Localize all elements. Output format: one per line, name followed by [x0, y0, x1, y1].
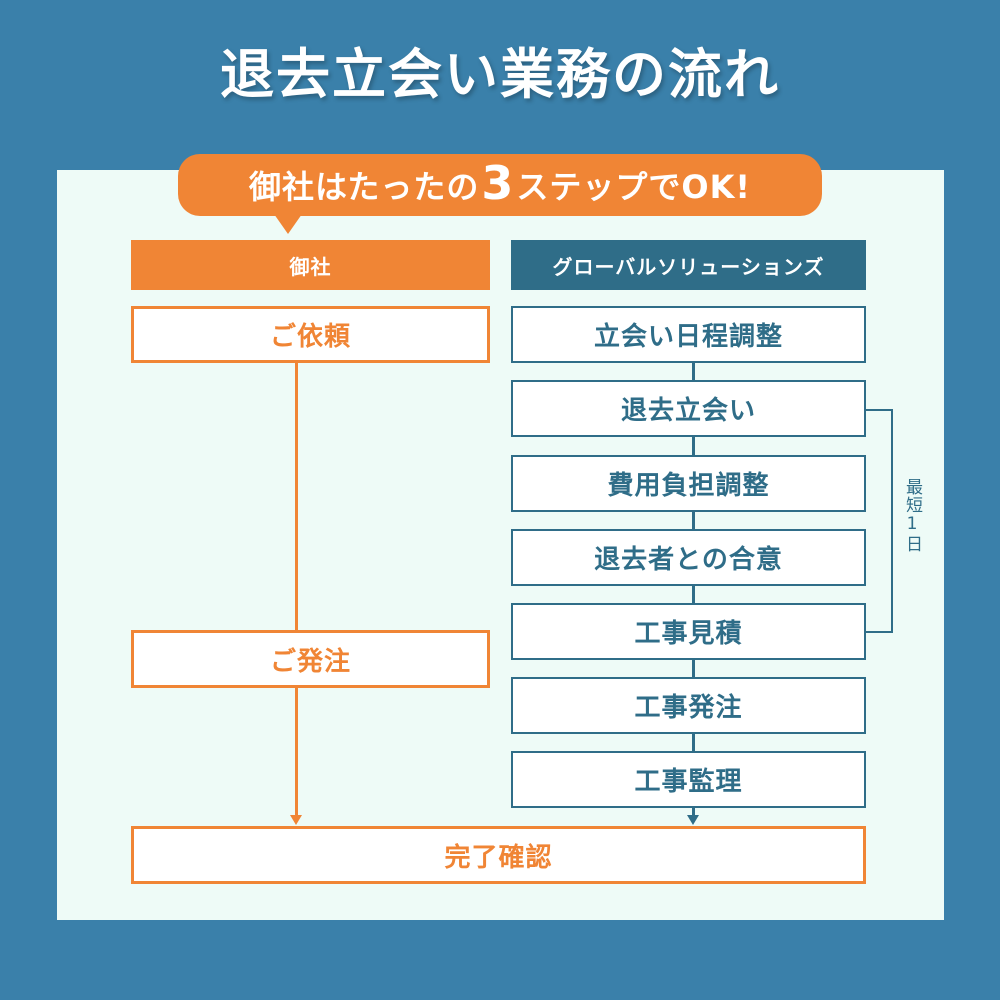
callout-step-count: 3 — [481, 156, 515, 210]
company-step-construction-supervision: 工事監理 — [511, 751, 866, 808]
callout-prefix: 御社はたったの — [249, 168, 480, 206]
callout-tail — [274, 214, 302, 234]
company-step-construction-order: 工事発注 — [511, 677, 866, 734]
company-flow-arrow-icon — [687, 815, 699, 825]
company-step-tenant-agreement: 退去者との合意 — [511, 529, 866, 586]
client-flow-line — [295, 363, 298, 818]
client-step-order: ご発注 — [131, 630, 490, 688]
company-column-header: グローバルソリューションズ — [511, 240, 866, 290]
callout-suffix: ステップでOK! — [516, 168, 751, 206]
company-step-schedule-adjustment: 立会い日程調整 — [511, 306, 866, 363]
client-column-header: 御社 — [131, 240, 490, 290]
final-step-completion-check: 完了確認 — [131, 826, 866, 884]
company-flow-line — [692, 362, 695, 818]
duration-bracket — [866, 409, 893, 633]
company-step-move-out-inspection: 退去立会い — [511, 380, 866, 437]
company-step-estimate: 工事見積 — [511, 603, 866, 660]
client-step-request: ご依頼 — [131, 306, 490, 363]
client-flow-arrow-icon — [290, 815, 302, 825]
company-step-cost-allocation: 費用負担調整 — [511, 455, 866, 512]
page-title: 退去立会い業務の流れ — [220, 43, 780, 106]
duration-label: 最短1日 — [902, 478, 922, 553]
